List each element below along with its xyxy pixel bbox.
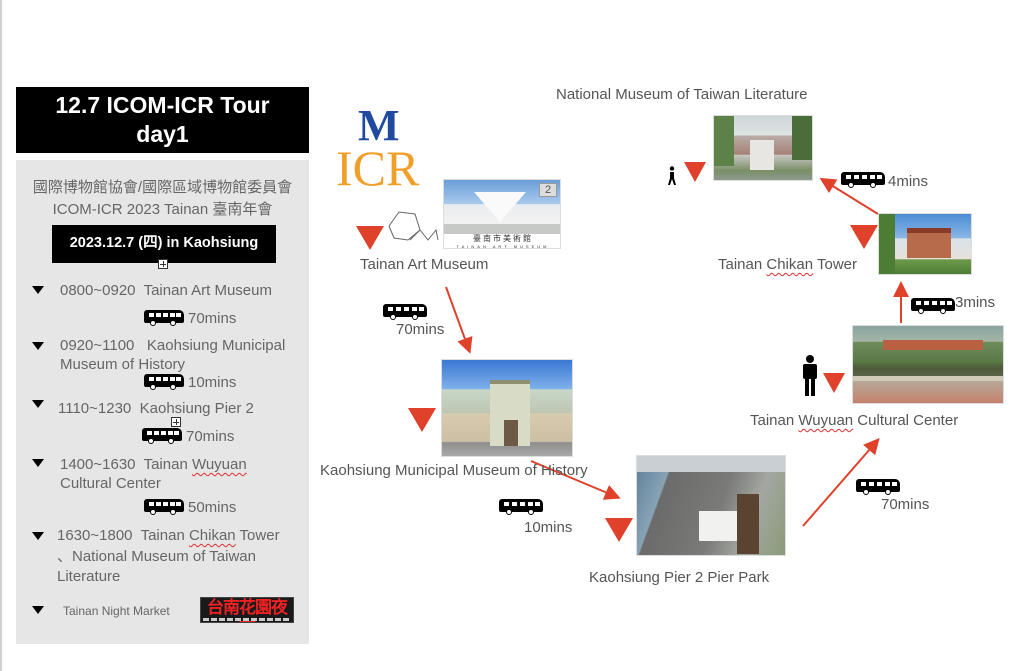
itinerary-item-6: Tainan Night Market <box>63 604 170 618</box>
itinerary-panel: 國際博物館協會/國際區域博物館委員會 ICOM-ICR 2023 Tainan … <box>16 160 309 644</box>
page-left-border <box>0 0 2 671</box>
travel-4: 50mins <box>144 499 236 516</box>
travel-2: 10mins <box>144 374 236 391</box>
icom-logo-mark: M <box>358 101 400 150</box>
bus-icon <box>142 428 182 445</box>
bus-icon <box>144 499 184 516</box>
location-marker-icon <box>823 373 845 393</box>
leg-time-5: 4mins <box>888 173 929 190</box>
location-marker-icon <box>605 518 633 542</box>
bus-icon <box>841 172 885 189</box>
bullet-triangle-icon <box>32 286 44 294</box>
bullet-triangle-icon <box>32 532 44 540</box>
bus-icon <box>856 479 900 496</box>
bus-icon <box>144 310 184 327</box>
bullet-triangle-icon <box>32 459 44 467</box>
travel-1: 70mins <box>144 310 236 327</box>
bus-icon <box>499 499 543 516</box>
tainan-art-museum-photo: 2 臺南市美術館 TAINAN ART MUSEUM <box>443 179 561 249</box>
stop-label-tainan-art-museum: Tainan Art Museum <box>360 256 489 273</box>
leg-time-3: 70mins <box>881 496 930 513</box>
date-banner: 2023.12.7 (四) in Kaohsiung <box>52 225 276 263</box>
night-market-image: 台南花園夜市 <box>200 597 294 623</box>
leg-time-4: 3mins <box>955 294 996 311</box>
location-marker-icon <box>408 408 436 432</box>
wuyuan-photo <box>852 325 1004 404</box>
itinerary-item-4: 1400~1630 Tainan Wuyuan Cultural Center <box>60 456 247 492</box>
leg-time-2: 10mins <box>524 519 573 536</box>
title-line-1: 12.7 ICOM-ICR Tour <box>55 92 270 118</box>
page-title: 12.7 ICOM-ICR Tour day1 <box>16 87 309 153</box>
icr-logo-text: ICR <box>336 140 420 196</box>
person-standing-icon <box>803 355 817 396</box>
chikan-tower-photo <box>878 213 972 275</box>
bullet-triangle-icon <box>32 342 44 350</box>
travel-3: 70mins <box>142 428 234 445</box>
itinerary-item-5: 1630~1800 Tainan Chikan Tower 、National … <box>57 527 280 585</box>
itinerary-item-2: 0920~1100 Kaohsiung Municipal Museum of … <box>60 337 286 373</box>
placeholder-icon <box>171 417 181 427</box>
bus-icon <box>383 304 427 321</box>
literature-museum-photo <box>713 115 813 181</box>
stop-label-literature: National Museum of Taiwan Literature <box>556 86 808 103</box>
stop-label-wuyuan: Tainan Wuyuan Cultural Center <box>750 412 959 429</box>
stop-label-kaohsiung-history-museum: Kaohsiung Municipal Museum of History <box>320 462 588 479</box>
bullet-triangle-icon <box>32 606 44 614</box>
kaohsiung-history-museum-photo <box>441 359 573 457</box>
location-marker-icon <box>684 162 706 182</box>
bullet-triangle-icon <box>32 400 44 408</box>
location-marker-icon <box>356 226 384 250</box>
placeholder-icon <box>158 259 168 269</box>
stop-label-pier2: Kaohsiung Pier 2 Pier Park <box>589 569 770 586</box>
bus-icon <box>911 298 955 315</box>
pier2-photo <box>636 455 786 556</box>
leg-time-1: 70mins <box>396 321 445 338</box>
conference-name: ICOM-ICR 2023 Tainan 臺南年會 <box>52 201 273 218</box>
itinerary-item-1: 0800~0920 Tainan Art Museum <box>60 282 272 299</box>
itinerary-item-3: 1110~1230 Kaohsiung Pier 2 <box>58 400 254 417</box>
title-line-2: day1 <box>136 121 189 147</box>
org-name: 國際博物館協會/國際區域博物館委員會 <box>32 179 293 196</box>
bus-icon <box>144 374 184 391</box>
location-marker-icon <box>850 225 878 249</box>
person-walking-icon <box>668 166 676 185</box>
stop-label-chikan: Tainan Chikan Tower <box>718 256 857 273</box>
